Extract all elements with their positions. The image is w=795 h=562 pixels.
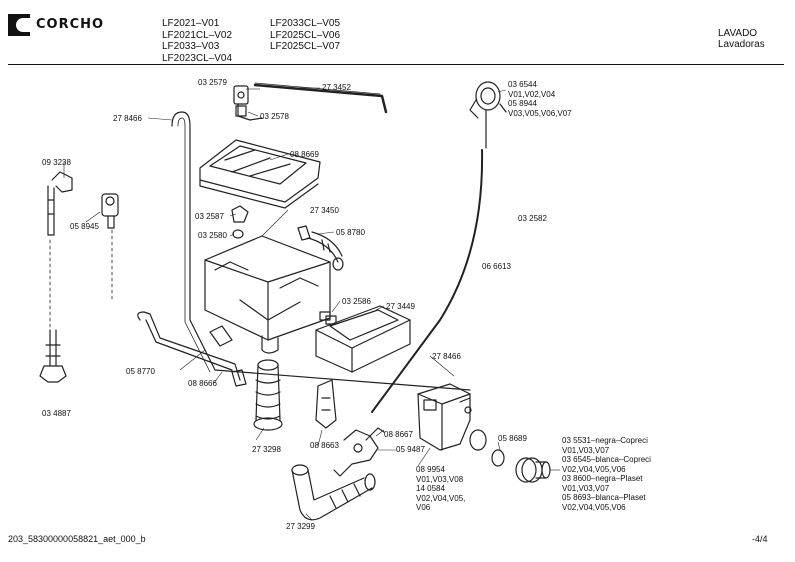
part-label: 27 3298 [252, 445, 281, 454]
dispenser-box-part [204, 235, 331, 354]
cap-part [491, 449, 505, 467]
document-id: 203_58300000058821_aet_000_b [8, 534, 146, 544]
part-label: 08 8663 [310, 441, 339, 450]
part-label: 27 8466 [113, 114, 142, 123]
part-label: 06 6613 [482, 262, 511, 271]
part-label: 03 2586 [342, 297, 371, 306]
part-label: 08 8666 [188, 379, 217, 388]
pump-part [417, 383, 487, 451]
brand-mark-icon [8, 14, 30, 36]
nozzle-part [39, 329, 67, 383]
dispenser-frame-part [199, 139, 321, 209]
small-fitting-part [231, 205, 249, 239]
part-label: 08 8669 [290, 150, 319, 159]
model-code: LF2025CL–V06 [270, 29, 341, 41]
bracket-part [233, 85, 263, 121]
hose-elbow-part [47, 171, 73, 236]
model-code: LF2033–V03 [162, 41, 220, 52]
small-clip-part [319, 311, 331, 321]
part-label: 27 8466 [432, 352, 461, 361]
part-label: 03 2580 [198, 231, 227, 240]
part-label: 05 8780 [336, 228, 365, 237]
brand-logo: CORCHO [8, 14, 148, 36]
pressure-switch-part [469, 81, 507, 149]
part-label: 03 2579 [198, 78, 227, 87]
part-label: 03 2582 [518, 214, 547, 223]
bellows-part [253, 359, 283, 431]
category-subtitle: Lavadoras [718, 39, 765, 50]
header-rule [8, 64, 784, 65]
category-title: LAVADO [718, 28, 758, 39]
elbow-part [333, 427, 385, 477]
model-code: LF2033CL–V05 [270, 18, 341, 29]
drawer-part [315, 305, 411, 373]
part-label: 03 6544 V01,V02,V04 05 8944 V03,V05,V06,… [508, 80, 572, 118]
part-label: 09 3238 [42, 158, 71, 167]
model-code: LF2023CL–V04 [162, 52, 233, 64]
tube-part [171, 111, 471, 391]
part-label: 27 3299 [286, 522, 315, 531]
hose-clamp-part [297, 225, 344, 271]
leader-lines [63, 87, 560, 521]
filter-part [515, 457, 551, 483]
model-list-left: LF2021–V01 LF2021CL–V02 LF2033–V03 LF202… [162, 18, 232, 64]
page-number: -4/4 [752, 534, 768, 544]
part-label: 03 2578 [260, 112, 289, 121]
part-label: 08 9954 V01,V03,V08 14 0584 V02,V04,V05,… [416, 465, 466, 512]
part-label: 05 8770 [126, 367, 155, 376]
hose-part [137, 311, 247, 387]
model-list-right: LF2033CL–V05 LF2025CL–V06 LF2025CL–V07 [270, 18, 340, 53]
clamp-part [315, 379, 337, 429]
part-label: 05 9487 [396, 445, 425, 454]
model-code: LF2021–V01 [162, 18, 220, 29]
part-label: 05 8945 [70, 222, 99, 231]
part-label: 05 8689 [498, 434, 527, 443]
part-label: 27 3450 [310, 206, 339, 215]
part-label: 27 3452 [322, 83, 351, 92]
outlet-hose-part [291, 464, 376, 521]
part-label: 03 2587 [195, 212, 224, 221]
brand-name: CORCHO [36, 17, 105, 32]
model-code: LF2025CL–V07 [270, 41, 341, 52]
part-label: 08 8667 [384, 430, 413, 439]
part-label: 03 4887 [42, 409, 71, 418]
rod-part [253, 82, 388, 114]
valve-part [101, 193, 119, 229]
part-label: 03 5531–negra–Copreci V01,V03,V07 03 654… [562, 436, 651, 512]
part-label: 27 3449 [386, 302, 415, 311]
model-code: LF2021CL–V02 [162, 29, 233, 41]
pressure-tube-part [371, 149, 484, 413]
